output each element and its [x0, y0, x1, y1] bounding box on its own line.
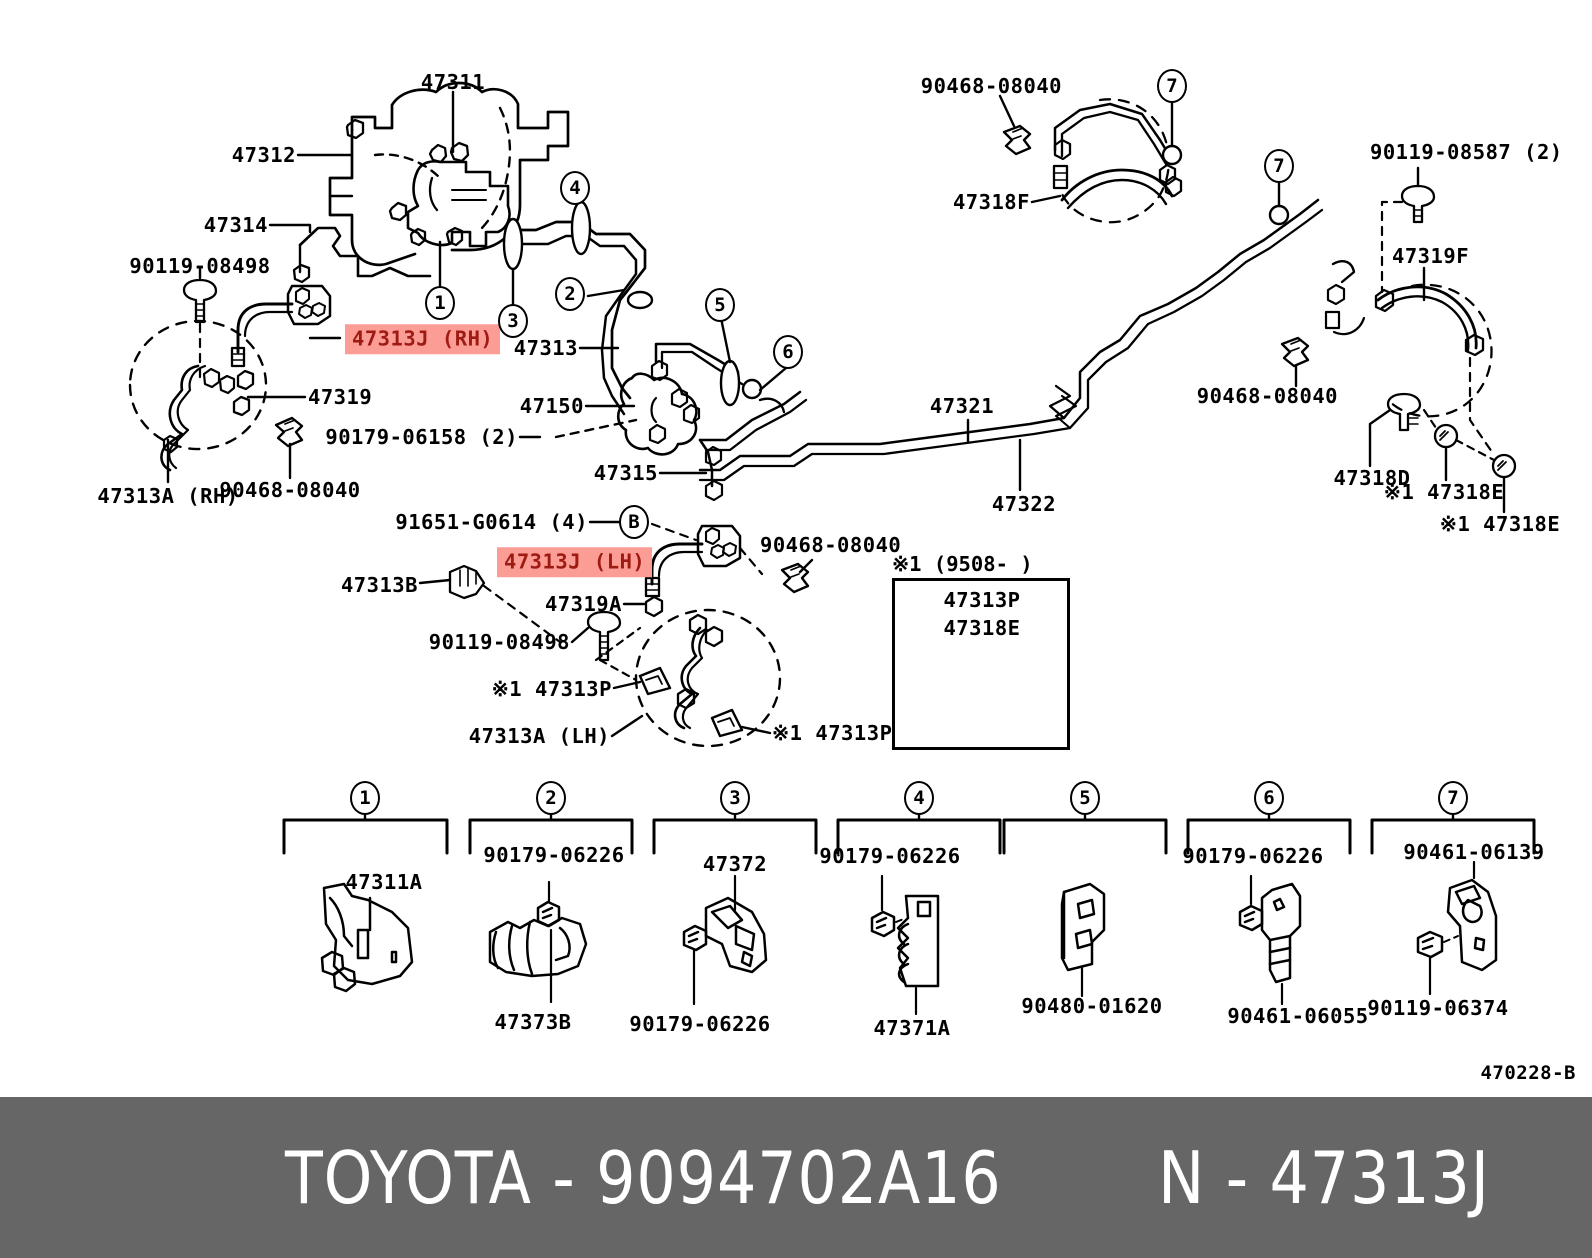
callout-7-lower: 7: [1264, 149, 1294, 183]
part-label-90468-08040-mid: 90468-08040: [1196, 383, 1338, 408]
part-label-47150: 47150: [519, 393, 584, 418]
part-label-47319a: 47319A: [544, 591, 622, 616]
footer-bar: TOYOTA - 9094702A16 N - 47313J: [0, 1097, 1592, 1258]
part-label-47312: 47312: [231, 142, 296, 167]
part-label-47313p-2: ※1 47313P: [772, 720, 893, 745]
legend-callout-5: 5: [1070, 781, 1100, 815]
callout-3: 3: [498, 304, 528, 338]
part-label-47318d: 47318D: [1333, 465, 1411, 490]
callout-5: 5: [705, 288, 735, 322]
part-label-90119-08498-lh: 90119-08498: [428, 629, 570, 654]
legend-callout-6: 6: [1254, 781, 1284, 815]
part-label-47318e-2: ※1 47318E: [1439, 511, 1561, 536]
inset-box: [892, 578, 1070, 750]
part-label-90468-08040-top: 90468-08040: [920, 73, 1062, 98]
part-label-47319: 47319: [308, 384, 373, 409]
legend-label-90179-06226-g3: 90179-06226: [629, 1011, 771, 1036]
part-label-47318f: 47318F: [952, 189, 1030, 214]
legend-callout-2: 2: [536, 781, 566, 815]
inset-part-47313p: 47313P: [943, 587, 1021, 612]
callout-2: 2: [555, 277, 585, 311]
legend-label-90480-01620: 90480-01620: [1021, 993, 1163, 1018]
callout-7-upper: 7: [1157, 69, 1187, 103]
part-label-90179-06158: 90179-06158 (2): [325, 424, 518, 449]
part-label-90119-08587: 90119-08587 (2): [1370, 139, 1563, 164]
callout-4: 4: [560, 171, 590, 205]
highlight-label-47313j-rh: 47313J (RH): [345, 324, 501, 354]
part-label-47313b: 47313B: [340, 572, 418, 597]
legend-callout-4: 4: [904, 781, 934, 815]
legend-label-47311a: 47311A: [345, 869, 423, 894]
legend-label-90179-06226-g2: 90179-06226: [483, 842, 625, 867]
diagram-id: 470228-B: [1480, 1062, 1576, 1084]
legend-label-47372: 47372: [702, 851, 768, 876]
part-label-47322: 47322: [991, 491, 1057, 516]
legend-callout-1: 1: [350, 781, 380, 815]
part-label-47314: 47314: [203, 212, 268, 237]
part-label-47315: 47315: [593, 460, 658, 485]
part-label-47321: 47321: [929, 393, 995, 418]
highlight-label-47313j-lh: 47313J (LH): [497, 547, 653, 577]
callout-6: 6: [773, 335, 803, 369]
part-label-47318e-1: ※1 47318E: [1383, 479, 1505, 504]
part-label-47313p-1: ※1 47313P: [491, 676, 612, 701]
inset-caption: ※1 (9508- ): [892, 552, 1033, 576]
legend-label-90179-06226-g4: 90179-06226: [819, 843, 961, 868]
legend-callout-7: 7: [1438, 781, 1468, 815]
part-label-90468-08040-lh: 90468-08040: [760, 532, 902, 557]
legend-label-90119-06374: 90119-06374: [1367, 995, 1509, 1020]
part-label-47313a-lh: 47313A (LH): [468, 723, 610, 748]
legend-label-90461-06055: 90461-06055: [1227, 1003, 1369, 1028]
part-label-47313: 47313: [513, 335, 578, 360]
part-label-47319f: 47319F: [1392, 243, 1470, 268]
legend-label-47373b: 47373B: [494, 1009, 572, 1034]
part-label-90468-08040-rh: 90468-08040: [219, 477, 361, 502]
footer-catalog-number: TOYOTA - 9094702A16: [285, 1135, 1002, 1220]
callout-1: 1: [425, 286, 455, 320]
legend-callout-3: 3: [720, 781, 750, 815]
legend-label-47371a: 47371A: [873, 1015, 951, 1040]
legend-label-90179-06226-g6: 90179-06226: [1182, 843, 1324, 868]
part-label-90119-08498-rh: 90119-08498: [129, 253, 271, 278]
inset-part-47318e: 47318E: [943, 615, 1021, 640]
footer-section-number: N - 47313J: [1158, 1135, 1491, 1220]
part-label-47311: 47311: [420, 69, 486, 94]
part-label-91651-G0614: 91651-G0614 (4): [395, 509, 588, 534]
legend-label-90461-06139: 90461-06139: [1403, 839, 1545, 864]
callout-b: B: [619, 505, 649, 539]
part-label-47313a-rh: 47313A (RH): [97, 483, 239, 508]
